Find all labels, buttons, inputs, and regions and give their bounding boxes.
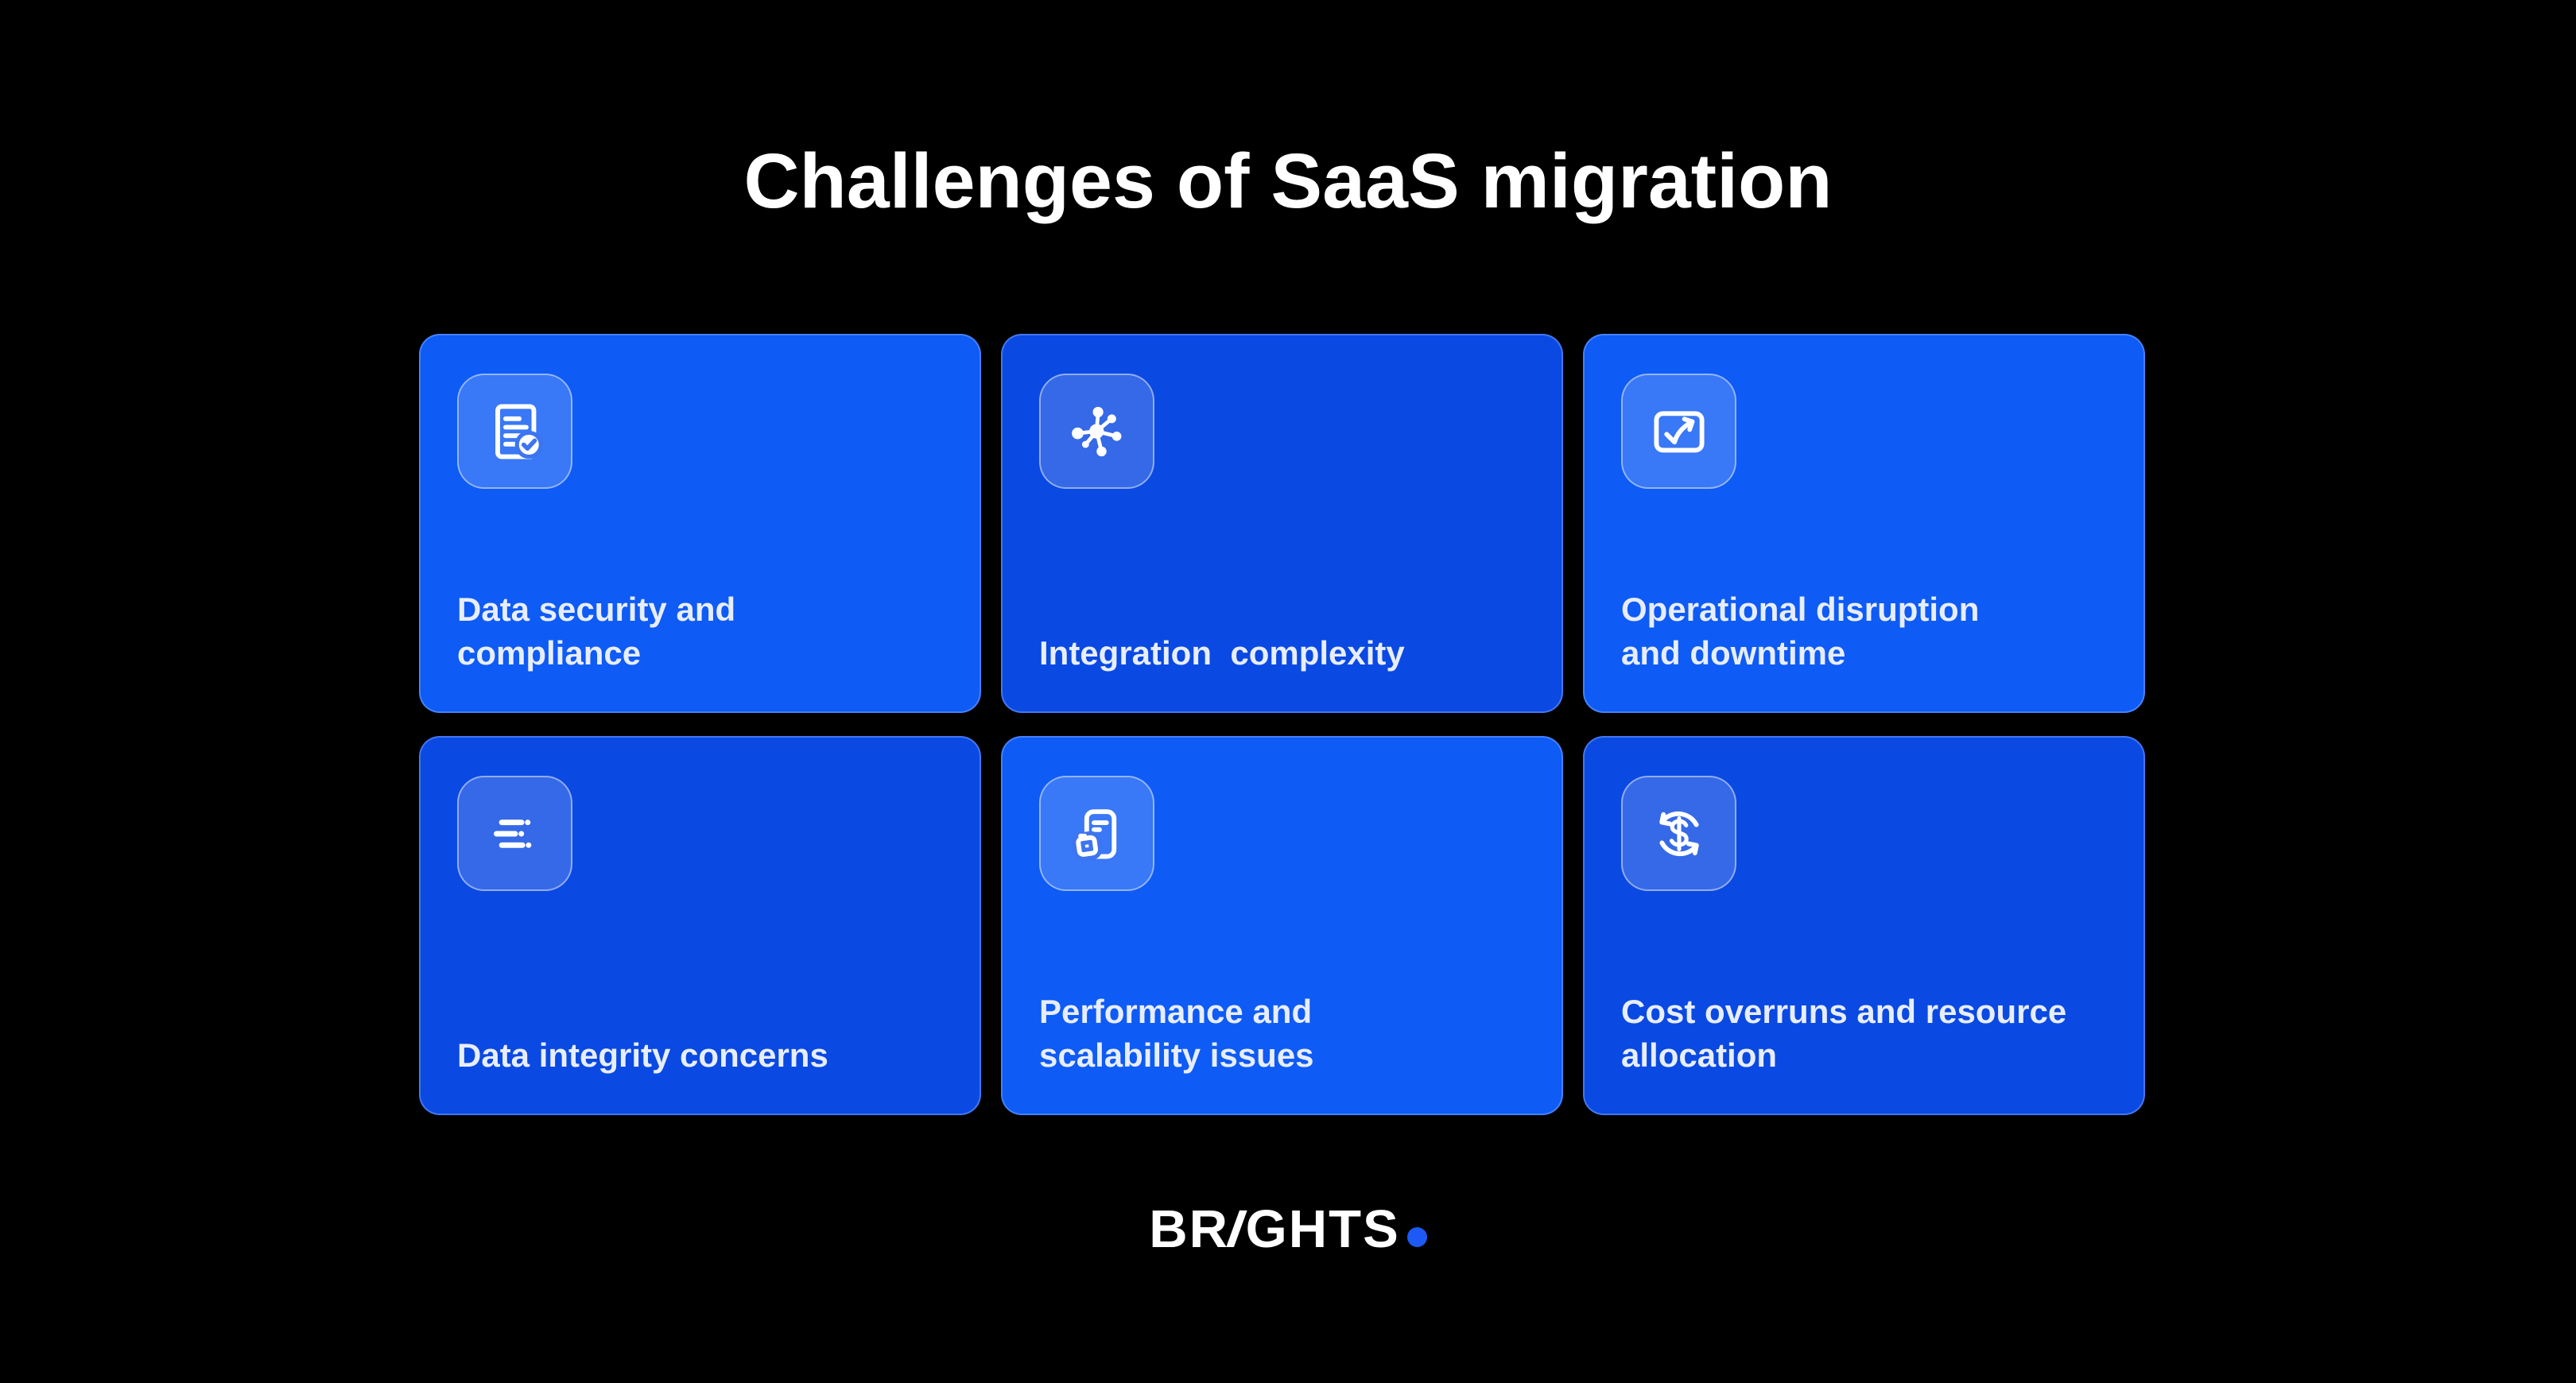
document-check-icon [495, 404, 543, 459]
icon-badge [457, 374, 572, 489]
dollar-cycle-icon [1658, 811, 1699, 856]
card-integration-complexity: Integration complexity [1001, 334, 1563, 713]
icon-badge [1039, 374, 1154, 489]
logo-text: BRIGHTS [1149, 1199, 1400, 1260]
page-title: Challenges of SaaS migration [743, 138, 1833, 224]
data-lines-icon [493, 819, 531, 848]
card-cost-overruns: Cost overruns and resource allocation [1583, 736, 2145, 1115]
logo-dot-icon [1406, 1227, 1427, 1247]
icon-badge [457, 776, 572, 891]
card-data-security: Data security and compliance [419, 334, 981, 713]
logo-prefix: BR [1149, 1199, 1230, 1259]
card-operational-disruption: Operational disruption and downtime [1583, 334, 2145, 713]
card-data-integrity: Data integrity concerns [419, 736, 981, 1115]
logo-suffix: GHTS [1245, 1199, 1400, 1259]
card-label: Data security and compliance [457, 591, 736, 672]
card-label: Data integrity concerns [457, 1036, 828, 1074]
card-label: Integration complexity [1039, 634, 1405, 672]
icon-badge [1621, 776, 1736, 891]
cards-grid: Data security and compliance [419, 334, 2145, 1115]
document-sticker-icon [1071, 808, 1116, 861]
card-label: Operational disruption and downtime [1621, 591, 1980, 672]
icon-badge [1621, 374, 1736, 489]
card-performance-scalability: Performance and scalability issues [1001, 736, 1563, 1115]
card-label: Cost overruns and resource allocation [1621, 993, 2067, 1074]
brights-logo: BRIGHTS [0, 1199, 2576, 1260]
box-check-arrow-icon [1653, 410, 1705, 452]
network-hub-icon [1071, 406, 1121, 456]
icon-badge [1039, 776, 1154, 891]
card-label: Performance and scalability issues [1039, 993, 1314, 1074]
